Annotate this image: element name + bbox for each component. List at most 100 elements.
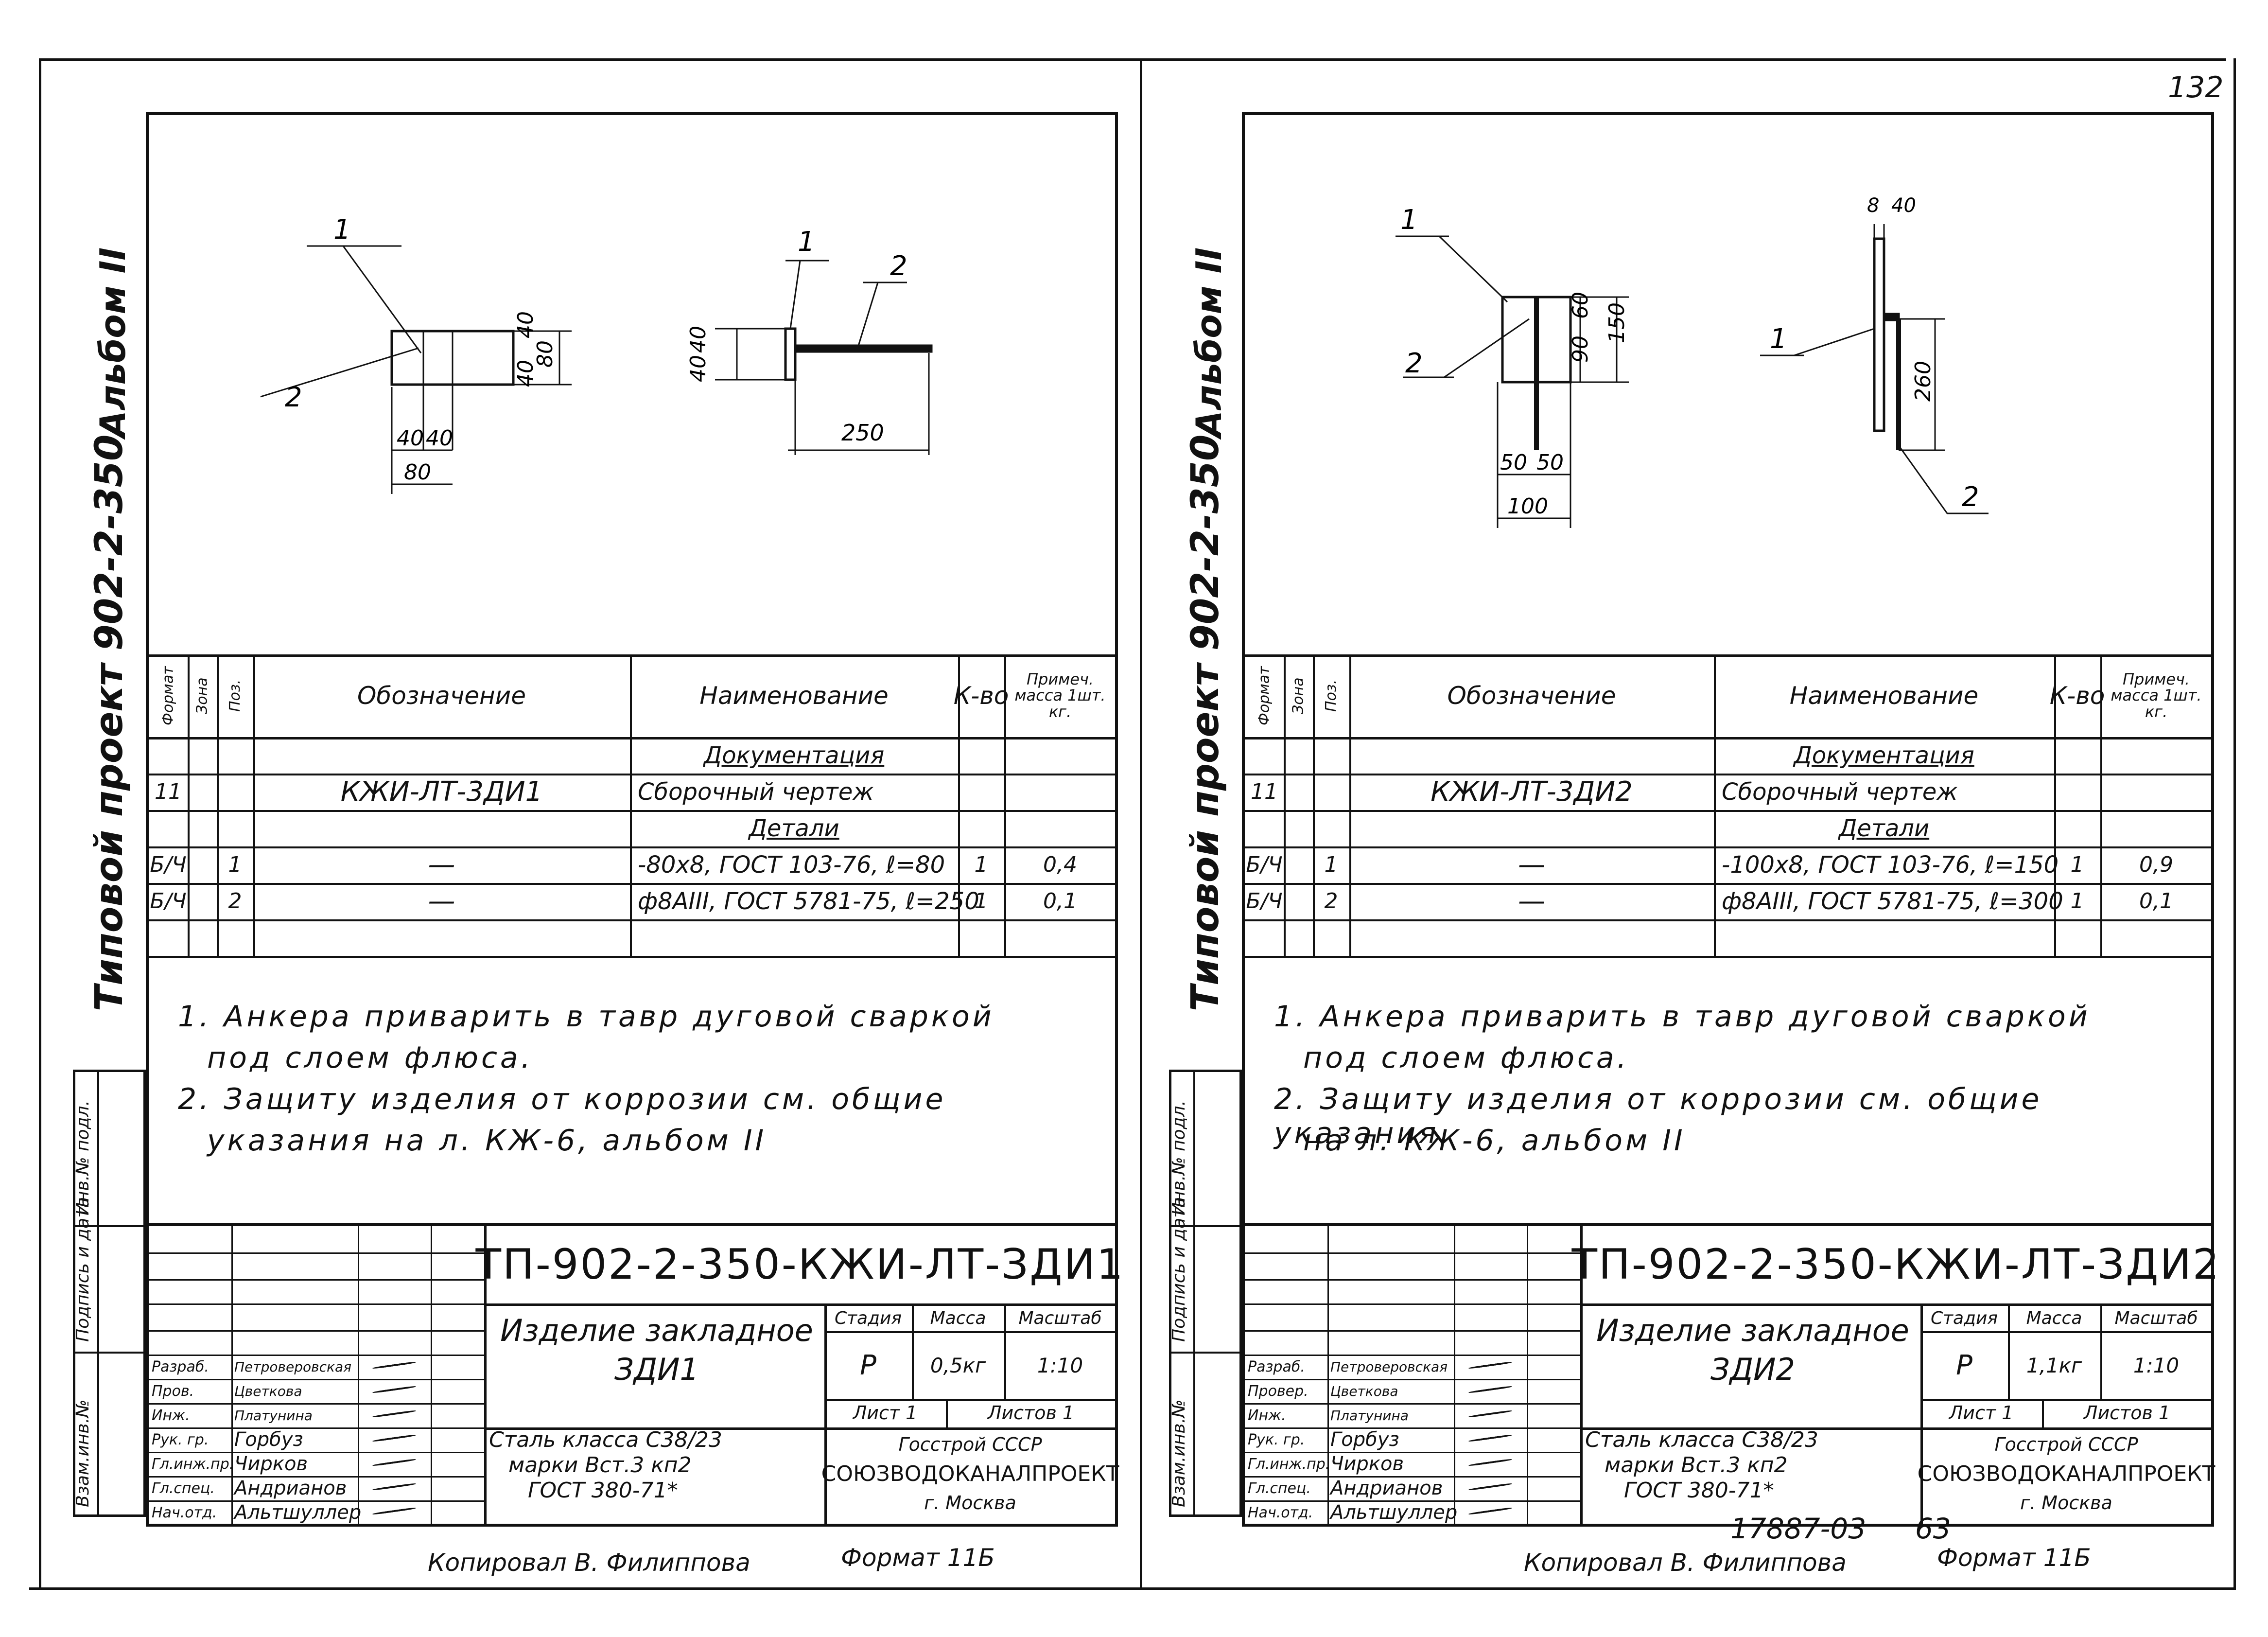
spec-cell-code: — — [1518, 849, 1545, 880]
rule-line — [1245, 1223, 2212, 1226]
signature-mark — [372, 1409, 416, 1418]
spec-cell-name: -100х8, ГОСТ 103-76, ℓ=150 — [1722, 851, 2059, 879]
spec-cell-fmt: Б/Ч — [150, 889, 187, 914]
spec-cell-code — [253, 737, 630, 774]
spec-cell-pos: 1 — [1324, 852, 1338, 877]
rule-line — [958, 654, 960, 956]
rule-line — [231, 1223, 233, 1525]
rule-line — [1245, 654, 2212, 657]
stamp-header-0: Стадия — [834, 1308, 902, 1328]
rule-line — [1580, 1427, 2212, 1430]
rule-line — [1245, 737, 2212, 739]
spec-cell-qty — [958, 737, 1004, 774]
side-stamp-label: Взам.инв.№ — [1169, 1399, 1189, 1507]
title-code: ТП-902-2-350-КЖИ-ЛТ-ЗДИ1 — [475, 1240, 1125, 1289]
spec-cell-fmt: Б/Ч — [1246, 889, 1283, 914]
dimension-label: 100 — [1507, 494, 1548, 519]
spec-cell-note — [2100, 919, 2212, 956]
signature-mark — [1468, 1482, 1512, 1491]
spec-cell-zone — [188, 846, 217, 883]
dimension-label: 60 — [1568, 292, 1593, 319]
rule-line — [824, 1399, 1116, 1401]
staff-name: Платунина — [1330, 1407, 1409, 1424]
stamp-sheets: Листов 1 — [2083, 1402, 2171, 1424]
page-right-rule — [2233, 58, 2236, 1590]
spec-cell-note: 0,1 — [1043, 889, 1077, 914]
spec-cell-note — [2100, 810, 2212, 846]
rule-line — [149, 956, 1116, 958]
rule-line — [1327, 1223, 1329, 1525]
side-project-text: Типовой проект 902-2-350 — [1184, 434, 1227, 1011]
page-left-rule — [39, 58, 41, 1590]
note-line-1: 1. Анкера приварить в тавр дуговой сварк… — [178, 1000, 994, 1034]
stamp-header-1: Масса — [2026, 1308, 2082, 1328]
stamp-sheets: Листов 1 — [987, 1402, 1075, 1424]
plate-edge — [1873, 237, 1885, 432]
staff-name: Альтшуллер — [234, 1501, 362, 1524]
rule-line — [1580, 1223, 1583, 1525]
rule-line — [149, 1355, 484, 1356]
spec-cell-name: Документация — [1794, 741, 1974, 769]
material-line-3: ГОСТ 380-71* — [1624, 1478, 1774, 1503]
spec-cell-fmt: 11 — [155, 779, 182, 804]
stamp-stage: Р — [860, 1350, 876, 1381]
spec-cell-pos — [217, 774, 253, 810]
stamp-mass: 0,5кг — [930, 1354, 986, 1377]
spec-cell-fmt: 11 — [1251, 779, 1278, 804]
org-line-1: Госстрой СССР — [1994, 1434, 2138, 1455]
spec-cell-qty — [2054, 919, 2100, 956]
dimension-label: 50 — [1500, 450, 1527, 475]
rule-line — [1349, 654, 1351, 956]
rule-line — [358, 1223, 359, 1525]
spec-header-0: Формат — [159, 666, 177, 725]
stamp-mass: 1,1кг — [2026, 1354, 2082, 1377]
spec-header-2: Поз. — [226, 679, 244, 712]
staff-name: Андрианов — [234, 1477, 347, 1499]
spec-cell-code: — — [1518, 885, 1545, 917]
signature-mark — [1468, 1434, 1512, 1443]
spec-header-6: Примеч. масса 1шт. кг. — [1014, 669, 1106, 721]
spec-cell-note — [1004, 737, 1116, 774]
spec-cell-qty — [2054, 737, 2100, 774]
stamp-header-1: Масса — [930, 1308, 986, 1328]
spec-cell-name: Сборочный чертеж — [1722, 778, 1958, 806]
dimension-label: 40 — [1891, 194, 1916, 217]
material-line-1: Сталь класса С38/23 — [1585, 1427, 1818, 1452]
spec-cell-name: ф8АIII, ГОСТ 5781-75, ℓ=300 — [1722, 887, 2063, 915]
rule-line — [946, 1399, 948, 1427]
spec-header-0: Формат — [1256, 666, 1273, 725]
rule-line — [824, 1331, 1116, 1333]
side-album-text: Альбом II — [92, 247, 133, 438]
signature-mark — [372, 1361, 416, 1370]
side-stamp-strip — [1169, 1070, 1242, 1517]
staff-name: Альтшуллер — [1330, 1501, 1458, 1524]
spec-cell-name: ф8АIII, ГОСТ 5781-75, ℓ=250 — [638, 887, 979, 915]
side-stamp-label: Инв.№ подл. — [1169, 1100, 1189, 1215]
spec-cell-code: — — [428, 885, 455, 917]
rule-line — [1245, 1355, 1580, 1356]
rule-line — [1245, 956, 2212, 958]
leader-line — [1898, 445, 1948, 514]
spec-cell-fmt: Б/Ч — [1246, 852, 1283, 877]
rule-line — [1004, 1303, 1006, 1401]
org-line-3: г. Москва — [924, 1492, 1016, 1514]
spec-cell-zone — [188, 883, 217, 919]
dimension-label: 80 — [404, 460, 431, 485]
spec-cell-pos: 1 — [228, 852, 242, 877]
spec-cell-fmt — [149, 737, 188, 774]
staff-name: Горбуз — [234, 1428, 303, 1451]
rule-line — [1245, 846, 2212, 848]
dimension-label: 40 — [686, 326, 711, 353]
spec-cell-qty: 1 — [974, 889, 988, 914]
leader-line — [1438, 235, 1508, 303]
spec-cell-pos — [1313, 919, 1349, 956]
spec-cell-zone — [188, 774, 217, 810]
rule-line — [1714, 654, 1716, 956]
position-label: 1 — [798, 226, 815, 258]
rule-line — [149, 1427, 484, 1429]
rule-line — [149, 883, 1116, 885]
staff-role: Разраб. — [1248, 1358, 1305, 1375]
side-album-text: Альбом II — [1188, 247, 1229, 438]
